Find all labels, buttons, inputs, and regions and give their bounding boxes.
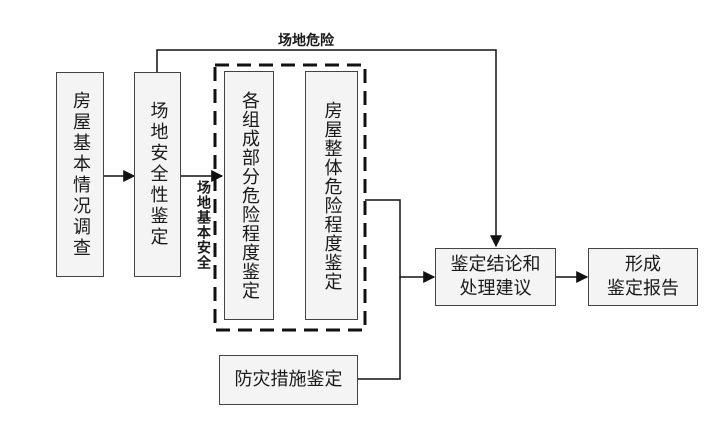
arrow-overall-to-conclusion bbox=[365, 199, 436, 283]
overall-danger-label: 房屋整体危险程度鉴定 bbox=[321, 100, 343, 291]
report-box: 形成 鉴定报告 bbox=[588, 248, 698, 306]
disaster-prevention-label: 防灾措施鉴定 bbox=[234, 369, 343, 390]
disaster-prevention-box: 防灾措施鉴定 bbox=[219, 355, 358, 405]
dashed-group-border bbox=[213, 63, 367, 332]
report-label-line1: 形成 bbox=[625, 254, 661, 275]
house-survey-label: 房屋基本情况调查 bbox=[70, 90, 91, 259]
site-basic-safe-label: 场地基本安全 bbox=[195, 180, 211, 270]
report-label-line2: 鉴定报告 bbox=[607, 278, 679, 299]
component-danger-box: 各组成部分危险程度鉴定 bbox=[224, 71, 274, 320]
site-safety-label: 场地安全性鉴定 bbox=[147, 101, 169, 248]
conclusion-box: 鉴定结论和 处理建议 bbox=[435, 248, 556, 306]
conclusion-label-line1: 鉴定结论和 bbox=[450, 254, 541, 275]
site-safety-box: 场地安全性鉴定 bbox=[134, 72, 181, 277]
house-survey-box: 房屋基本情况调查 bbox=[56, 72, 104, 277]
line-disaster-to-merge bbox=[358, 277, 401, 380]
conclusion-label-line2: 处理建议 bbox=[459, 278, 532, 299]
site-danger-label: 场地危险 bbox=[278, 33, 334, 49]
arrow-site-danger bbox=[156, 49, 502, 248]
component-danger-label: 各组成部分危险程度鉴定 bbox=[239, 91, 260, 300]
overall-danger-box: 房屋整体危险程度鉴定 bbox=[305, 71, 358, 320]
